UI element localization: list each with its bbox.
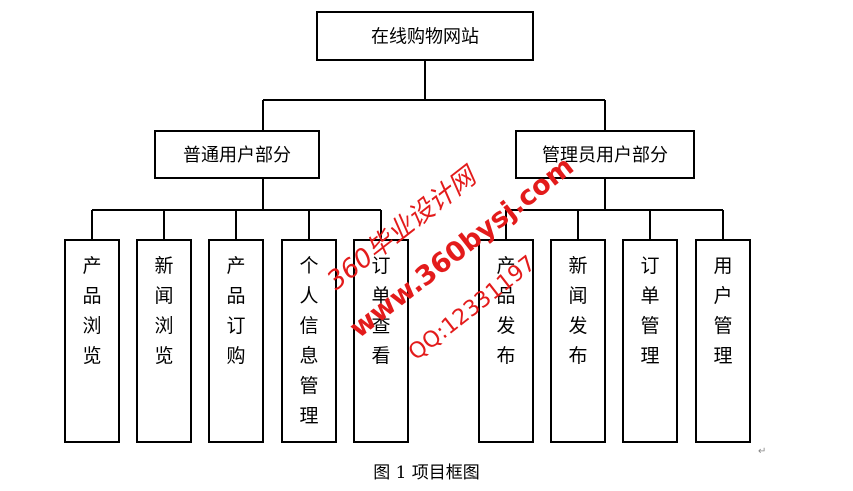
figure-caption: 图 1 项目框图 bbox=[373, 463, 480, 483]
branch-node-0-label: 普通用户部分 bbox=[183, 145, 291, 166]
paragraph-mark-caption: ↵ bbox=[470, 472, 479, 483]
leaf-node-0-4-label: 订单查看 bbox=[371, 255, 390, 367]
branch-node-1-label: 管理员用户部分 bbox=[542, 145, 668, 166]
leaf-node-1-0-label: 产品发布 bbox=[496, 255, 515, 367]
leaf-node-1-0: 产品发布 bbox=[478, 239, 534, 443]
leaf-node-0-2: 产品订购 bbox=[208, 239, 264, 443]
root-node: 在线购物网站 bbox=[316, 11, 534, 61]
root-node-label: 在线购物网站 bbox=[371, 26, 479, 47]
leaf-node-1-2-label: 订单管理 bbox=[640, 255, 659, 367]
leaf-node-1-3: 用户管理 bbox=[695, 239, 751, 443]
branch-node-1: 管理员用户部分 bbox=[515, 130, 695, 179]
leaf-node-0-1-label: 新闻浏览 bbox=[154, 255, 173, 367]
leaf-node-0-1: 新闻浏览 bbox=[136, 239, 192, 443]
paragraph-mark-diagram: ↵ bbox=[758, 446, 767, 457]
leaf-node-0-4: 订单查看 bbox=[353, 239, 409, 443]
leaf-node-0-0: 产品浏览 bbox=[64, 239, 120, 443]
connector-lines bbox=[91, 60, 724, 240]
leaf-node-1-1-label: 新闻发布 bbox=[568, 255, 587, 367]
leaf-node-0-3-label: 个人信息管理 bbox=[299, 255, 318, 427]
leaf-node-1-1: 新闻发布 bbox=[550, 239, 606, 443]
leaf-node-1-2: 订单管理 bbox=[622, 239, 678, 443]
leaf-node-1-3-label: 用户管理 bbox=[713, 255, 732, 367]
leaf-node-0-0-label: 产品浏览 bbox=[82, 255, 101, 367]
leaf-node-0-3: 个人信息管理 bbox=[281, 239, 337, 443]
branch-node-0: 普通用户部分 bbox=[154, 130, 320, 179]
leaf-node-0-2-label: 产品订购 bbox=[226, 255, 245, 367]
